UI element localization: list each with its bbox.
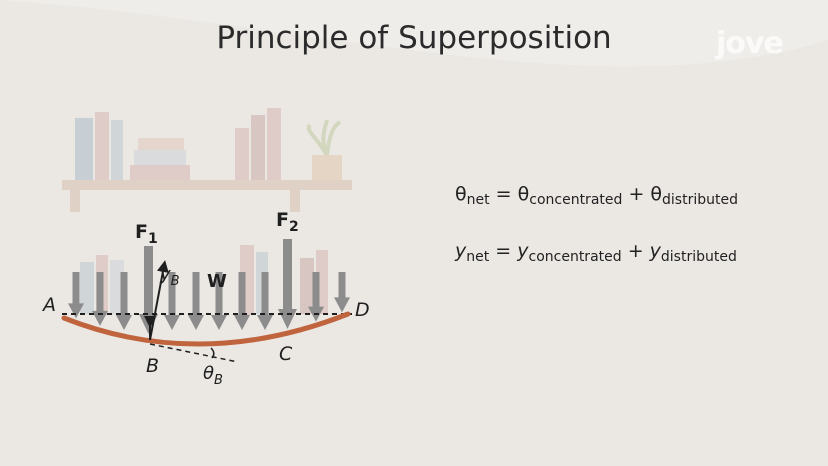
eq1-equals: =: [495, 183, 512, 205]
deflection-superposition-equation: ynet = yconcentrated + ydistributed: [455, 240, 737, 265]
point-C-label: C: [279, 343, 293, 365]
background-swoosh: [0, 0, 828, 67]
eq1-lhs-subscript: net: [466, 192, 490, 208]
eq2-equals: =: [495, 240, 512, 262]
shelf-bracket-left: [70, 190, 80, 212]
theta-B-arc: [210, 347, 215, 359]
eq2-lhs-subscript: net: [466, 249, 490, 265]
force-F2-label: F2: [276, 209, 299, 235]
book-stack: [138, 138, 184, 150]
book-stack: [130, 165, 190, 180]
eq1-term2-subscript: distributed: [662, 192, 738, 208]
eq2-term1-symbol: y: [517, 240, 529, 262]
distributed-load-arrow: [234, 272, 250, 330]
eq2-lhs-symbol: y: [455, 240, 467, 262]
shelf-bracket-right: [290, 190, 300, 212]
eq1-term2-symbol: θ: [650, 183, 663, 205]
book: [235, 128, 249, 180]
page-title: Principle of Superposition: [216, 20, 612, 56]
book: [95, 112, 109, 180]
book-stack: [134, 150, 186, 165]
book: [111, 120, 123, 180]
book: [267, 108, 281, 180]
point-D-label: D: [355, 299, 370, 321]
distributed-load-W-label: W: [207, 271, 227, 292]
force-F1-label: F1: [135, 221, 158, 247]
shelf-board: [62, 180, 352, 190]
eq1-term1-symbol: θ: [517, 183, 530, 205]
eq1-lhs-symbol: θ: [455, 183, 467, 205]
distributed-load-arrow: [334, 272, 350, 313]
book: [300, 258, 314, 314]
point-B-label: B: [146, 355, 159, 377]
bookshelf-illustration: [62, 108, 352, 315]
eq1-plus: +: [628, 183, 645, 205]
force-F1-arrow: [139, 246, 158, 334]
point-A-label: A: [41, 294, 56, 316]
plant-pot: [312, 155, 342, 180]
book: [251, 115, 265, 180]
slope-superposition-equation: θnet = θconcentrated + θdistributed: [455, 183, 738, 208]
tangent-line-at-B: [149, 343, 239, 363]
distributed-load-arrow: [188, 272, 204, 330]
distributed-load-arrow: [211, 272, 227, 330]
eq2-term1-subscript: concentrated: [528, 249, 622, 265]
distributed-load-arrows: [68, 272, 350, 330]
eq2-plus: +: [627, 240, 644, 262]
distributed-load-arrow: [116, 272, 132, 330]
distributed-load-arrow: [68, 272, 84, 319]
eq2-term2-subscript: distributed: [660, 249, 737, 265]
slope-thetaB-label: θB: [203, 363, 223, 388]
distributed-load-arrow: [164, 272, 180, 330]
force-F2-arrow: [278, 239, 297, 329]
deflection-yB-label: yB: [159, 264, 180, 289]
eq2-term2-symbol: y: [649, 240, 661, 262]
jove-logo: jove: [716, 26, 784, 61]
eq1-term1-subscript: concentrated: [529, 192, 623, 208]
book: [80, 262, 94, 314]
deflected-beam: [61, 311, 351, 347]
book: [75, 118, 93, 180]
distributed-load-arrow: [257, 272, 273, 330]
plant-leaves: [306, 119, 342, 157]
distributed-load-arrow: [92, 272, 108, 326]
